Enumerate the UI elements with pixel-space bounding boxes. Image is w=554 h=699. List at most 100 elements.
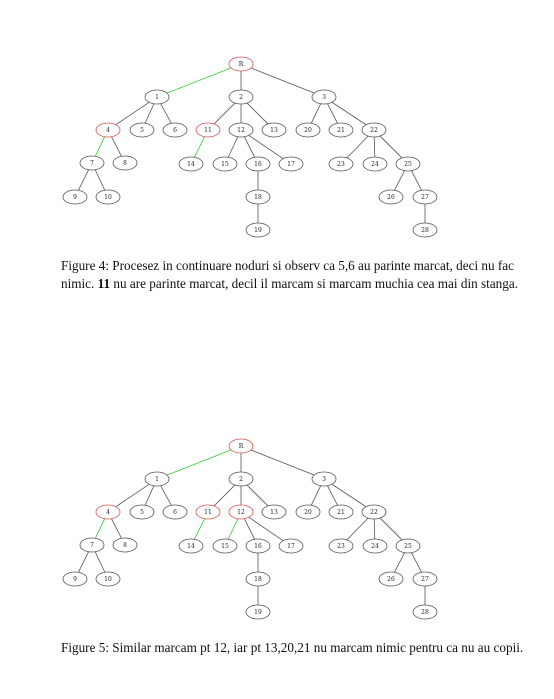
node-label: 27	[421, 194, 429, 201]
edge-4-8	[111, 518, 122, 539]
edge-R-1-marked	[166, 449, 232, 476]
node-6: 6	[162, 504, 188, 520]
node-19: 19	[245, 222, 271, 238]
edge-R-1-marked	[166, 67, 232, 94]
node-label: 21	[337, 509, 345, 516]
node-8: 8	[112, 155, 138, 171]
node-label: 22	[370, 127, 378, 134]
node-ellipse	[144, 89, 170, 105]
node-label: 18	[254, 194, 262, 201]
node-ellipse	[228, 438, 254, 454]
node-4-marked: 4	[95, 122, 121, 138]
node-label: 7	[90, 160, 94, 167]
node-ellipse	[228, 122, 254, 138]
edge-3-21	[327, 485, 338, 506]
node-R-marked: R	[228, 438, 254, 454]
node-label: 12	[237, 127, 245, 134]
node-17: 17	[278, 538, 304, 554]
node-label: 2	[239, 94, 243, 101]
edge-1-4	[115, 483, 150, 508]
node-ellipse	[311, 89, 337, 105]
node-label: 19	[254, 609, 262, 616]
node-label: 23	[337, 161, 345, 168]
node-25: 25	[395, 156, 421, 172]
node-ellipse	[228, 56, 254, 72]
node-11-marked: 11	[195, 504, 221, 520]
figure-4-label: Figure 4:	[61, 258, 109, 273]
edge-12-17	[248, 516, 284, 542]
node-21: 21	[328, 504, 354, 520]
node-label: 10	[104, 576, 112, 583]
node-12-marked: 12	[228, 504, 254, 520]
node-label: 22	[370, 509, 378, 516]
node-16: 16	[245, 538, 271, 554]
node-ellipse	[395, 538, 421, 554]
edge-25-27	[411, 552, 422, 573]
node-ellipse	[278, 538, 304, 554]
node-ellipse	[261, 504, 287, 520]
node-7: 7	[79, 537, 105, 553]
node-ellipse	[362, 156, 388, 172]
node-ellipse	[245, 189, 271, 205]
edge-3-20	[310, 485, 322, 506]
node-label: 24	[371, 543, 379, 550]
node-24: 24	[362, 538, 388, 554]
node-label: 11	[204, 127, 212, 134]
edge-25-26	[394, 170, 405, 191]
node-15: 15	[212, 156, 238, 172]
node-label: 6	[173, 509, 177, 516]
node-label: 4	[106, 509, 110, 516]
node-14: 14	[178, 156, 204, 172]
node-label: 28	[421, 609, 429, 616]
node-label: 16	[254, 543, 262, 550]
node-label: 8	[123, 160, 127, 167]
node-label: 1	[155, 94, 159, 101]
node-10: 10	[95, 189, 121, 205]
node-ellipse	[362, 538, 388, 554]
node-1: 1	[144, 471, 170, 487]
node-ellipse	[412, 571, 438, 587]
edge-12-16	[244, 136, 255, 158]
node-label: 9	[73, 194, 77, 201]
edge-22-23	[346, 135, 369, 159]
node-ellipse	[228, 89, 254, 105]
node-1: 1	[144, 89, 170, 105]
tree-edges	[78, 67, 426, 223]
node-label: 20	[304, 509, 312, 516]
node-label: 21	[337, 127, 345, 134]
edge-7-10	[94, 551, 106, 573]
node-6: 6	[162, 122, 188, 138]
node-ellipse	[328, 122, 354, 138]
figure-4-text-after: nu are parinte marcat, decil il marcam s…	[113, 275, 519, 291]
edge-2-11	[213, 102, 236, 125]
edge-22-25	[379, 517, 403, 541]
node-22: 22	[361, 122, 387, 138]
node-ellipse	[162, 122, 188, 138]
edge-4-7-marked	[94, 136, 106, 157]
node-label: 6	[173, 127, 177, 134]
node-label: 1	[155, 476, 159, 483]
node-26: 26	[378, 571, 404, 587]
node-ellipse	[412, 222, 438, 238]
node-9: 9	[62, 571, 88, 587]
edge-R-3	[250, 449, 315, 476]
node-3: 3	[311, 89, 337, 105]
node-20: 20	[295, 122, 321, 138]
tree-edges	[78, 449, 426, 605]
figure-5-text: Similar marcam pt 12, iar pt 13,20,21 nu…	[112, 640, 524, 655]
node-label: 8	[123, 542, 127, 549]
node-28: 28	[412, 604, 438, 620]
node-R-marked: R	[228, 56, 254, 72]
node-5: 5	[129, 122, 155, 138]
edge-3-20	[310, 103, 322, 124]
node-12: 12	[228, 122, 254, 138]
node-15: 15	[212, 538, 238, 554]
node-label: 25	[404, 161, 412, 168]
edge-2-13	[246, 102, 269, 125]
node-16: 16	[245, 156, 271, 172]
node-ellipse	[212, 538, 238, 554]
edge-3-21	[327, 103, 338, 124]
node-label: 14	[187, 543, 195, 550]
edge-22-25	[379, 135, 403, 159]
